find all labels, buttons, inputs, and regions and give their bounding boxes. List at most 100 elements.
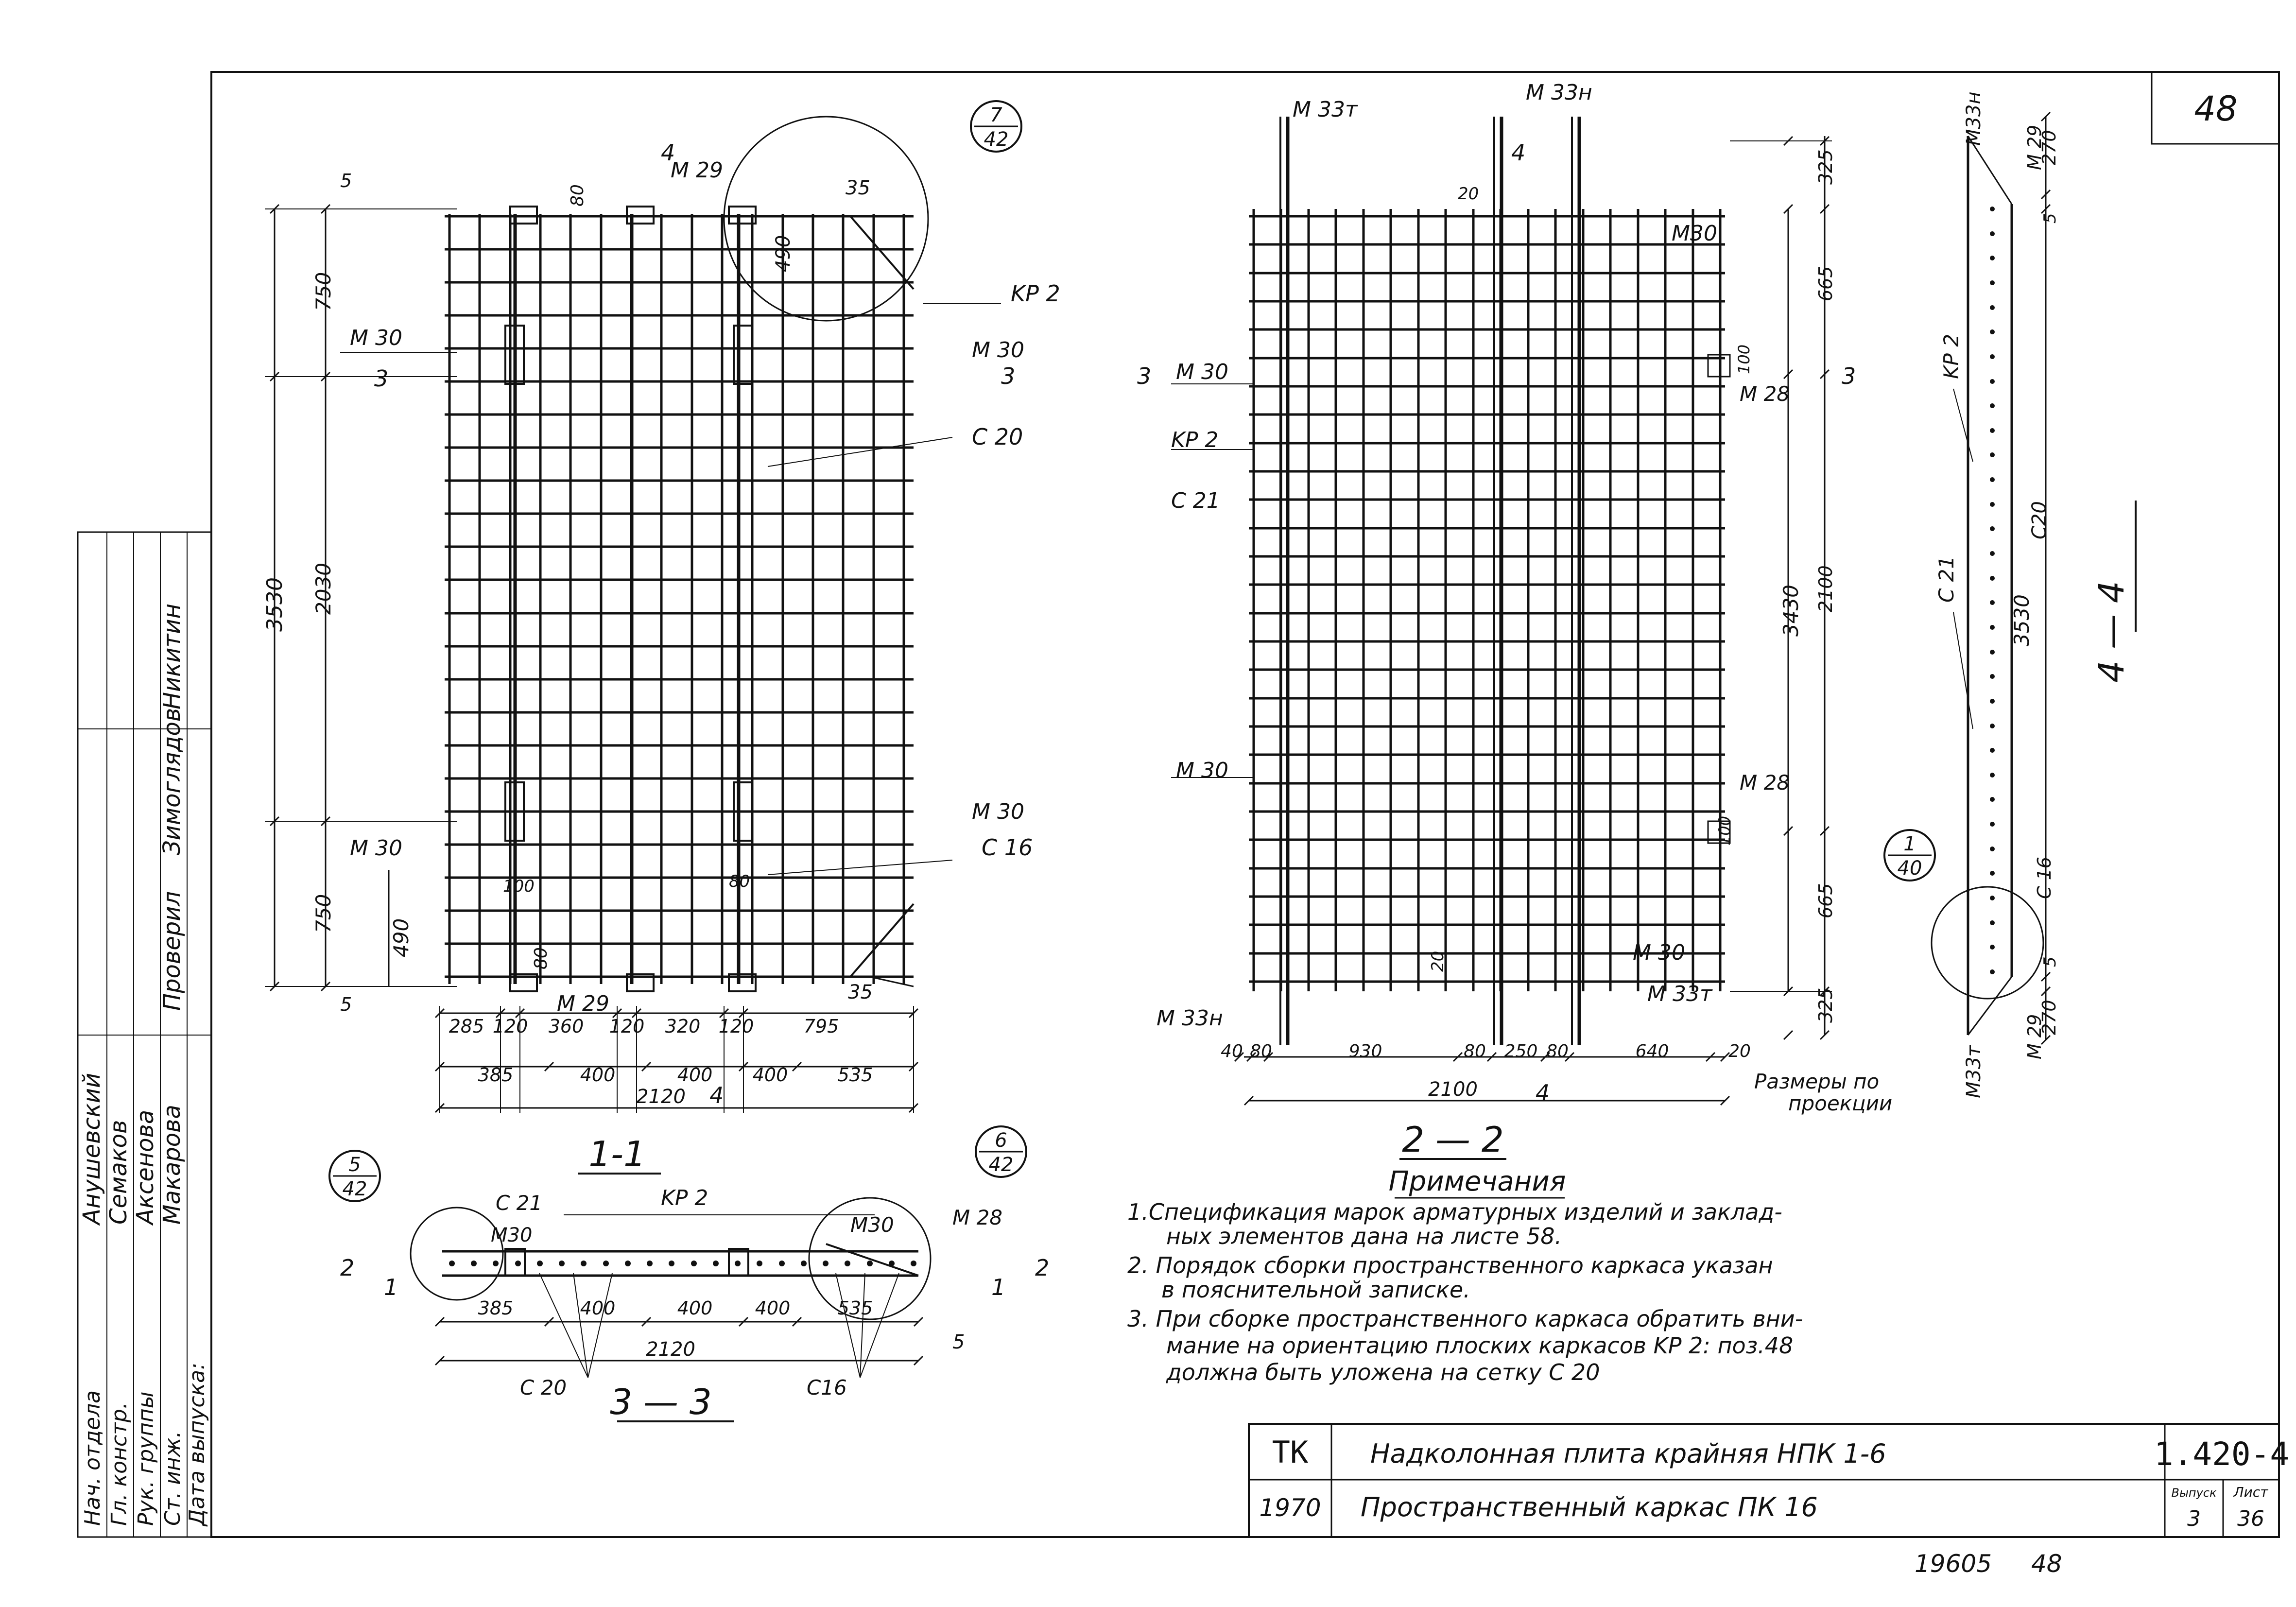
dim-tick xyxy=(1720,1052,1730,1062)
rebar-dot xyxy=(1990,379,1995,384)
rebar-dot xyxy=(669,1261,674,1266)
dim-tick xyxy=(1783,204,1794,214)
stamp-approval: Проверил xyxy=(158,891,186,1011)
mark-m33h: M 33н xyxy=(1526,80,1592,105)
dim-bottom: 40 xyxy=(1221,1041,1243,1061)
sheet-label: Лист xyxy=(2233,1484,2269,1500)
callout-circle xyxy=(970,100,1022,153)
dim-bottom: 930 xyxy=(1349,1041,1382,1061)
rebar-dot xyxy=(493,1261,499,1266)
dim-row2: 400 xyxy=(580,1064,616,1086)
rebar-dot xyxy=(1990,748,1995,753)
dim-tick xyxy=(1783,369,1794,380)
dim-row2: 535 xyxy=(838,1064,873,1086)
notes-heading: Примечания xyxy=(1389,1166,1566,1197)
rebar-dot xyxy=(1990,699,1995,704)
note-line: мание на ориентацию плоских каркасов KP … xyxy=(1166,1332,1793,1359)
rebar-dot xyxy=(1990,428,1995,433)
stamp-role: Рук. группы xyxy=(134,1392,158,1526)
dim-tick xyxy=(2040,986,2051,997)
embedded-plate xyxy=(733,781,753,842)
dim-tick xyxy=(738,1316,749,1327)
mark-c16: C16 xyxy=(807,1376,847,1400)
embedded-plate xyxy=(728,973,757,992)
title-code: 1.420-4 xyxy=(2154,1435,2289,1473)
dim-tick xyxy=(544,1061,554,1072)
mark-kp2: KP 2 xyxy=(1011,280,1060,307)
sheet-value: 36 xyxy=(2237,1506,2264,1531)
mark-m30: M30 xyxy=(491,1224,532,1246)
dim-tick xyxy=(320,204,331,214)
dim-tick xyxy=(719,1008,729,1019)
section-mark: 4 xyxy=(709,1082,724,1108)
dim-row1: 795 xyxy=(804,1016,839,1037)
note-line: 1.Спецификация марок арматурных изделий … xyxy=(1127,1199,1782,1225)
callout-sheet: 42 xyxy=(989,1154,1014,1176)
note-line: ных элементов дана на листе 58. xyxy=(1166,1223,1562,1249)
dim-tick xyxy=(1819,1030,1830,1040)
callout-sheet: 42 xyxy=(984,128,1009,151)
callout-circle xyxy=(975,1125,1027,1178)
dim-tick xyxy=(1452,1052,1463,1062)
dim-5-bottom: 5 xyxy=(2040,956,2060,967)
mark-m33t: M 33т xyxy=(1647,982,1713,1006)
dim-row: 400 xyxy=(677,1297,713,1319)
view-title: 3 — 3 xyxy=(610,1382,711,1422)
dim-row: 535 xyxy=(838,1297,873,1319)
section-mark: 4 xyxy=(1536,1080,1550,1106)
dim-270-bottom: 270 xyxy=(2038,1000,2060,1035)
view-title: 1-1 xyxy=(588,1134,646,1175)
dim-row2: 385 xyxy=(478,1064,514,1086)
note-line: должна быть уложена на сетку C 20 xyxy=(1166,1359,1600,1385)
dim-5: 5 xyxy=(952,1331,965,1353)
dim-tick xyxy=(738,1008,749,1019)
dim-tick xyxy=(1720,1095,1730,1106)
rebar-dot xyxy=(1990,354,1995,359)
mark-m33h: M 33н xyxy=(1157,1006,1223,1031)
dim-right: 325 xyxy=(1815,149,1836,185)
dim-tick xyxy=(434,1061,445,1072)
dim-tick xyxy=(320,371,331,382)
dim-3530: 3530 xyxy=(2010,594,2034,646)
mark-m33t: M 33т xyxy=(1293,97,1358,122)
rebar-dot xyxy=(1990,477,1995,482)
view-title: 2 — 2 xyxy=(1402,1119,1503,1160)
rebar-dot xyxy=(1990,625,1995,630)
mark-m30: M 30 xyxy=(1176,758,1228,783)
issue-value: 3 xyxy=(2187,1506,2201,1531)
dim-tick xyxy=(2040,1035,2051,1045)
rebar-dot xyxy=(1990,847,1995,851)
dim-tick xyxy=(1234,1052,1244,1062)
dim-tick xyxy=(631,1008,642,1019)
dim-490-top: 490 xyxy=(772,235,794,272)
dim-total: 2100 xyxy=(1428,1078,1478,1101)
dim-tick xyxy=(1263,1052,1274,1062)
dim-row2: 400 xyxy=(753,1064,788,1086)
dim-750-top: 750 xyxy=(311,272,335,311)
dim-tick xyxy=(2040,204,2051,214)
dim-2030: 2030 xyxy=(311,563,335,615)
dim-tick xyxy=(2040,111,2051,122)
dim-bottom: 80 xyxy=(1250,1041,1272,1061)
leader xyxy=(767,437,953,467)
dim-tick xyxy=(1246,1052,1257,1062)
dim-tick xyxy=(544,1316,554,1327)
dim-35-top: 35 xyxy=(846,177,870,199)
rebar-dot xyxy=(1990,329,1995,334)
dim-tick xyxy=(1819,369,1830,380)
mark-m30: M 30 xyxy=(350,326,402,350)
mark-c20: C20 xyxy=(2028,501,2051,539)
section-mark: 3 xyxy=(1842,363,1856,389)
rebar-dot xyxy=(1990,526,1995,531)
dim-total: 2120 xyxy=(646,1338,695,1361)
rebar-dot xyxy=(1990,305,1995,310)
dim-tick xyxy=(1819,136,1830,146)
mark-kp2: KP 2 xyxy=(1171,428,1218,452)
embedded-plate xyxy=(509,206,538,225)
rebar-dot xyxy=(779,1261,785,1266)
rebar-dot xyxy=(1990,896,1995,900)
dim-row1: 285 xyxy=(449,1016,484,1037)
